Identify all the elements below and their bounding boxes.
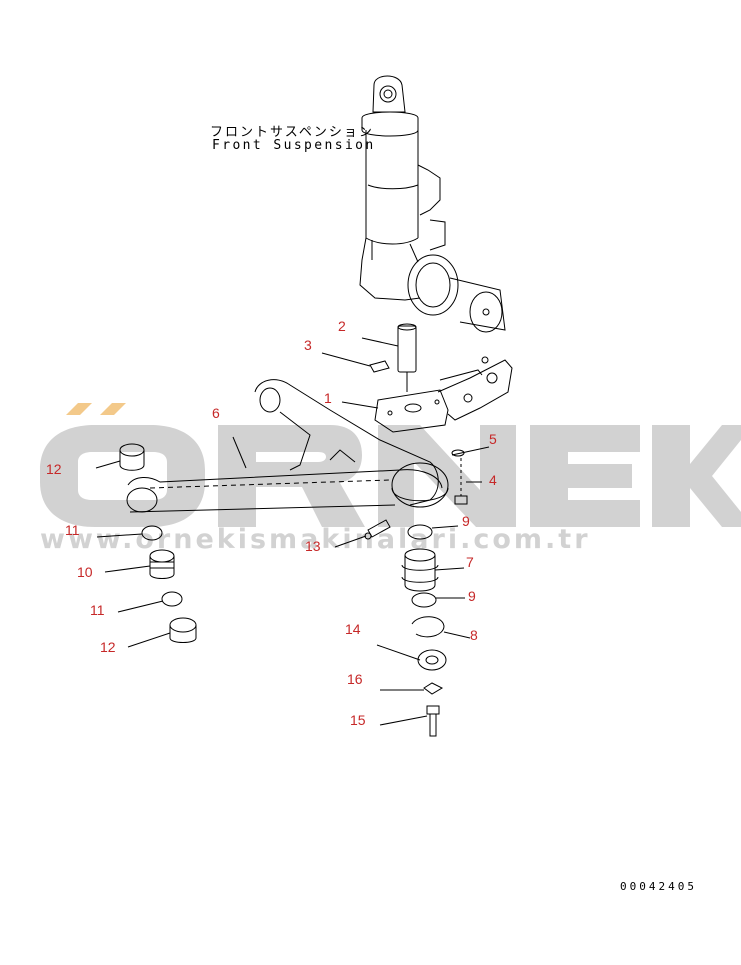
bushing-10 — [149, 549, 175, 579]
bushing-12-bottom — [169, 617, 197, 643]
ring-11-bottom — [161, 591, 183, 607]
lock-16 — [423, 682, 444, 695]
callout-7: 7 — [466, 554, 474, 570]
washer-5 — [451, 449, 465, 457]
title-english: Front Suspension — [212, 138, 376, 153]
callout-1: 1 — [324, 390, 332, 406]
callout-11a: 11 — [65, 522, 80, 538]
callout-numbers: 1 2 3 4 5 6 7 8 9 9 10 11 11 12 12 13 14… — [46, 318, 497, 728]
pin-2 — [397, 323, 417, 392]
document-number: 00042405 — [620, 880, 697, 893]
suspension-cylinder — [359, 75, 506, 333]
callout-12a: 12 — [46, 461, 62, 477]
bolt-4 — [454, 458, 468, 505]
plate-14 — [417, 649, 447, 671]
callout-14: 14 — [345, 621, 361, 637]
callout-15: 15 — [350, 712, 366, 728]
callout-2: 2 — [338, 318, 346, 334]
callout-6: 6 — [212, 405, 220, 421]
callout-9a: 9 — [462, 513, 470, 529]
bolt-15 — [426, 705, 440, 737]
seal-9-bottom — [411, 592, 437, 608]
arm-6 — [126, 379, 449, 513]
seal-9-top — [407, 524, 433, 540]
boot-7 — [401, 548, 439, 592]
title-japanese: フロントサスペンション — [210, 125, 374, 140]
callout-5: 5 — [489, 431, 497, 447]
watermark-url: www.ornekismakinalari.com.tr — [40, 524, 591, 555]
callout-12b: 12 — [100, 639, 116, 655]
callout-13: 13 — [305, 538, 321, 554]
bracket-1 — [374, 356, 513, 433]
leader-lines — [95, 337, 490, 726]
callout-3: 3 — [304, 337, 312, 353]
bushing-12-top — [119, 443, 145, 471]
grease-fitting-13 — [364, 519, 391, 540]
callout-10: 10 — [77, 564, 93, 580]
callout-8: 8 — [470, 627, 478, 643]
callout-9b: 9 — [468, 588, 476, 604]
callout-11b: 11 — [90, 602, 105, 618]
ring-11-top — [141, 525, 163, 541]
callout-16: 16 — [347, 671, 363, 687]
callout-4: 4 — [489, 472, 497, 488]
snap-ring-8 — [411, 616, 445, 638]
key-3 — [369, 360, 390, 373]
